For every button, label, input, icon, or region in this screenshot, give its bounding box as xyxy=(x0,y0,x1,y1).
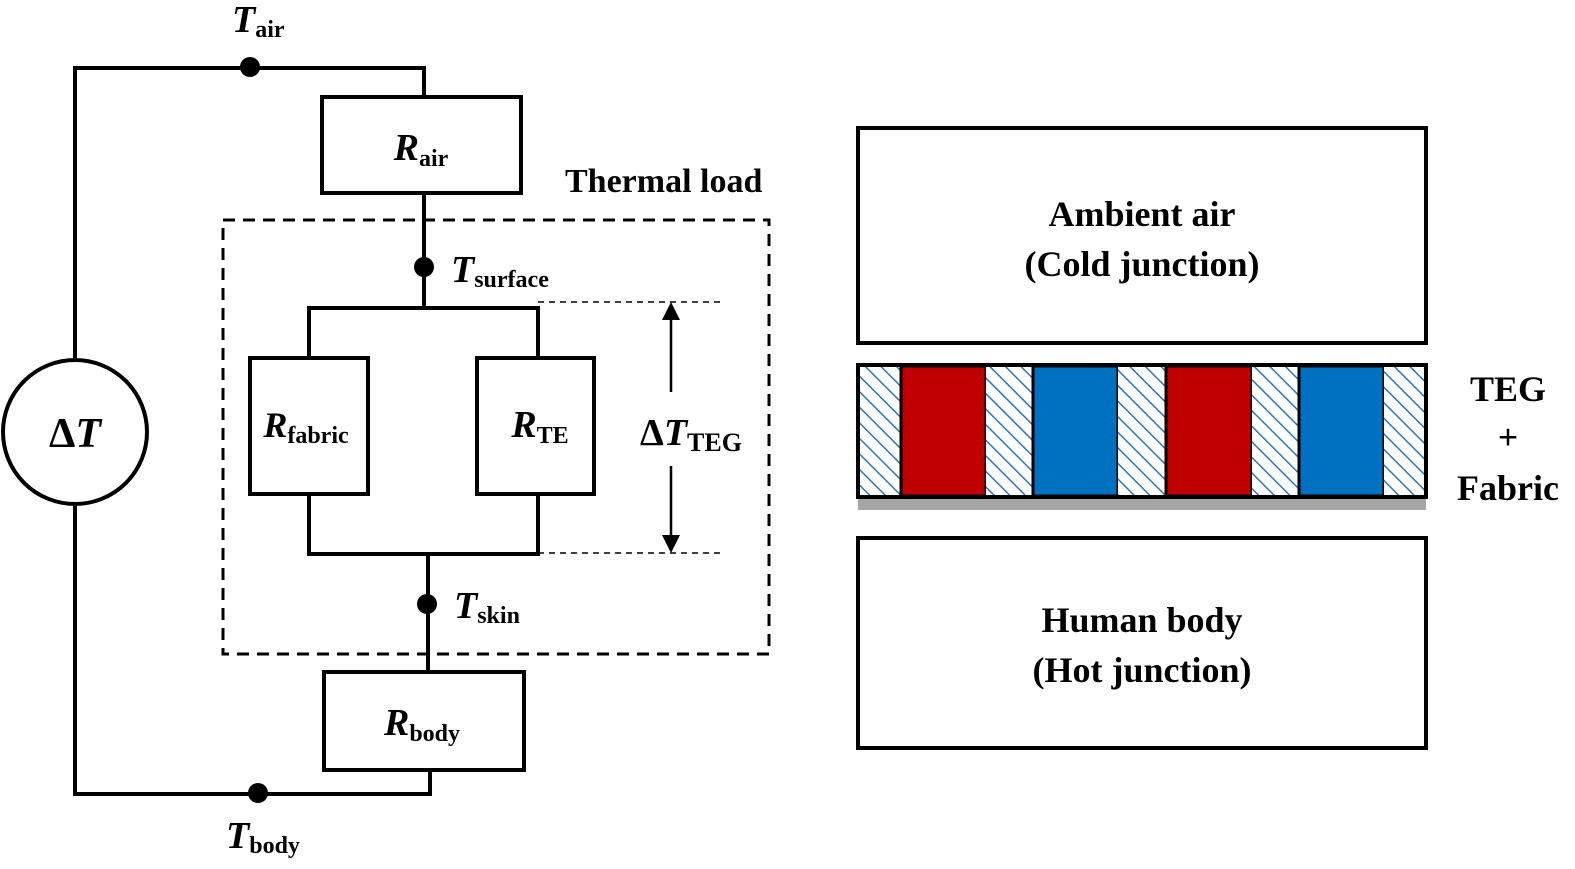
delta-t-teg-label: ΔTTEG xyxy=(640,412,742,457)
n-type-leg xyxy=(1031,364,1120,498)
p-type-leg xyxy=(1164,364,1254,498)
fabric-label: Fabric xyxy=(1457,468,1559,508)
fabric-segment xyxy=(1252,366,1299,496)
source-label: ΔT xyxy=(49,411,103,457)
resistor-te xyxy=(475,356,596,496)
hot-junction-label: (Hot junction) xyxy=(1033,650,1252,690)
temperature-source xyxy=(1,358,149,506)
fabric-segment xyxy=(1118,366,1166,496)
ambient-air-layer xyxy=(856,126,1428,345)
fabric-segment xyxy=(860,366,901,496)
teg-fabric-strip xyxy=(856,363,1428,510)
substrate-layer xyxy=(858,496,1426,510)
human-body-layer xyxy=(856,536,1428,750)
arrowhead-up-icon xyxy=(662,302,680,320)
resistor-air-label: Rair xyxy=(393,127,449,172)
resistor-body-label: Rbody xyxy=(383,702,460,747)
node-t-surface xyxy=(414,257,434,277)
t-skin-label: Tskin xyxy=(454,585,520,629)
arrowhead-down-icon xyxy=(662,535,680,553)
fabric-segment xyxy=(986,366,1033,496)
t-body-label: Tbody xyxy=(226,815,300,859)
t-air-label: Tair xyxy=(232,0,285,43)
thermal-load-boundary xyxy=(221,218,771,656)
strip-outline xyxy=(856,363,1428,499)
thermal-load-label: Thermal load xyxy=(565,163,762,200)
resistor-te-label: RTE xyxy=(510,404,568,449)
teg-label: TEG xyxy=(1470,369,1546,409)
node-t-skin xyxy=(417,594,437,614)
cold-junction-label: (Cold junction) xyxy=(1024,244,1259,284)
node-t-body xyxy=(248,783,268,803)
fabric-segment xyxy=(1384,366,1424,496)
t-surface-label: Tsurface xyxy=(451,249,549,293)
resistor-body xyxy=(322,670,526,772)
resistor-air xyxy=(320,95,523,195)
resistor-fabric-label: Rfabric xyxy=(262,405,349,449)
wire-parallel-bottom xyxy=(307,494,540,556)
p-type-leg xyxy=(899,364,988,498)
plus-label: + xyxy=(1498,417,1519,457)
wire-parallel-top xyxy=(307,306,540,358)
resistor-fabric xyxy=(248,356,370,496)
node-t-air xyxy=(240,57,260,77)
n-type-leg xyxy=(1297,364,1386,498)
human-body-label: Human body xyxy=(1041,600,1242,640)
ambient-air-label: Ambient air xyxy=(1049,194,1236,234)
